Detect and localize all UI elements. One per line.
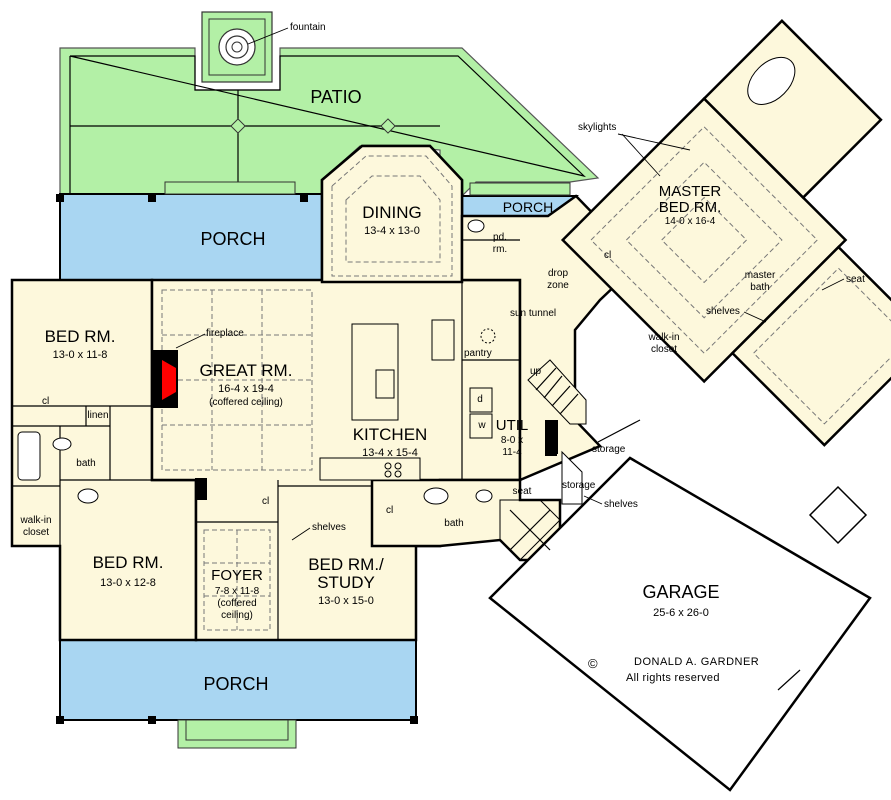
copyright-rights: All rights reserved [626,672,720,684]
room-labels: DINING 13-4 x 13-0 pd. rm. drop zone sun… [19,122,865,621]
storage-label-1: storage [592,444,626,455]
garage-label: GARAGE [642,582,719,602]
master-label-1: MASTER [659,183,722,200]
dining-dim: 13-4 x 13-0 [364,225,420,237]
bed1-dim: 13-0 x 11-8 [53,349,108,361]
door-marks [195,419,801,691]
pantry-label: pantry [464,348,492,359]
walk-in-closet-wing [730,245,891,447]
master-cl-label: cl [604,250,611,261]
fountain-label: fountain [290,22,326,33]
util-label: UTIL [496,417,529,434]
master-bath-wing [702,19,883,200]
porch-front-label: PORCH [203,674,268,694]
util-dim-2: 11-4 [502,447,522,458]
foyer-note-1: (coffered [217,598,256,609]
up-label: up [530,366,542,377]
left-cl-label: cl [42,396,49,407]
left-bath-label: bath [76,458,95,469]
great-cl-label: cl [262,496,269,507]
walkin-label-1: walk-in [647,332,679,343]
copyright-symbol: © [588,656,598,671]
study-label-2: STUDY [317,573,375,592]
fireplace-label: fireplace [206,328,244,339]
master-dim: 14-0 x 16-4 [665,216,716,227]
kitchen-dim: 13-4 x 15-4 [362,447,418,459]
master-bath-label-2: bath [750,282,769,293]
drop-zone-label-2: zone [547,280,569,291]
foyer-shelves-label: shelves [312,522,346,533]
left-walkin-label-2: closet [23,527,49,538]
center-bath-label: bath [444,518,463,529]
patio-label: PATIO [310,87,361,107]
kitchen-fixtures [319,319,455,481]
drop-zone-label-1: drop [548,268,568,279]
master-label-2: BED RM. [659,199,722,216]
back-porch-small: PORCH [461,182,580,217]
study-label-1: BED RM./ [308,555,384,574]
walkin-label-2: closet [651,344,677,355]
pd-rm-label-1: pd. [493,232,507,243]
bed2-label: BED RM. [93,553,164,572]
study-cl-label: cl [386,505,393,516]
w-label: w [477,420,486,431]
master-shelves-label: shelves [706,306,740,317]
linen-label: linen [87,410,108,421]
foyer-dim: 7-8 x 11-8 [215,586,260,597]
great-dim: 16-4 x 19-4 [218,383,274,395]
garage: GARAGE 25-6 x 26-0 © DONALD A. GARDNER A… [488,456,872,792]
great-note: (coffered ceiling) [209,397,283,408]
coffered-grid [161,155,453,631]
d-label: d [477,394,483,405]
study-dim: 13-0 x 15-0 [318,595,374,607]
foyer-label: FOYER [211,567,263,584]
copyright-name: DONALD A. GARDNER [634,656,759,668]
dining-label: DINING [362,203,422,222]
sun-tunnel-label: sun tunnel [510,308,556,319]
house-body [10,144,642,642]
skylights-label: skylights [578,122,616,133]
back-porch: PORCH [56,181,323,281]
garage-dim: 25-6 x 26-0 [653,607,709,619]
front-porch: PORCH [56,639,418,749]
porch-back-small-label: PORCH [503,199,554,215]
bed2-dim: 13-0 x 12-8 [100,577,156,589]
center-seat-label: seat [513,486,532,497]
patio-area: PATIO [59,47,600,210]
left-walkin-label-1: walk-in [19,515,51,526]
kitchen-label: KITCHEN [353,425,428,444]
interior-walls [12,239,521,640]
left-bath-fixtures [17,431,99,504]
bed1-label: BED RM. [45,327,116,346]
pd-rm-label-2: rm. [493,244,507,255]
storage-label-2: storage [562,480,596,491]
fireplace: fireplace [152,328,244,408]
porch-back-label: PORCH [200,229,265,249]
master-seat-label: seat [846,274,865,285]
util-dim-1: 8-0 x [501,435,523,446]
master-bath-label-1: master [745,270,776,281]
center-bath-fixtures [423,219,583,561]
great-label: GREAT RM. [200,361,293,380]
foyer-note-2: ceiling) [221,610,253,621]
garage-shelves-label: shelves [604,499,638,510]
fountain: fountain [201,11,326,83]
